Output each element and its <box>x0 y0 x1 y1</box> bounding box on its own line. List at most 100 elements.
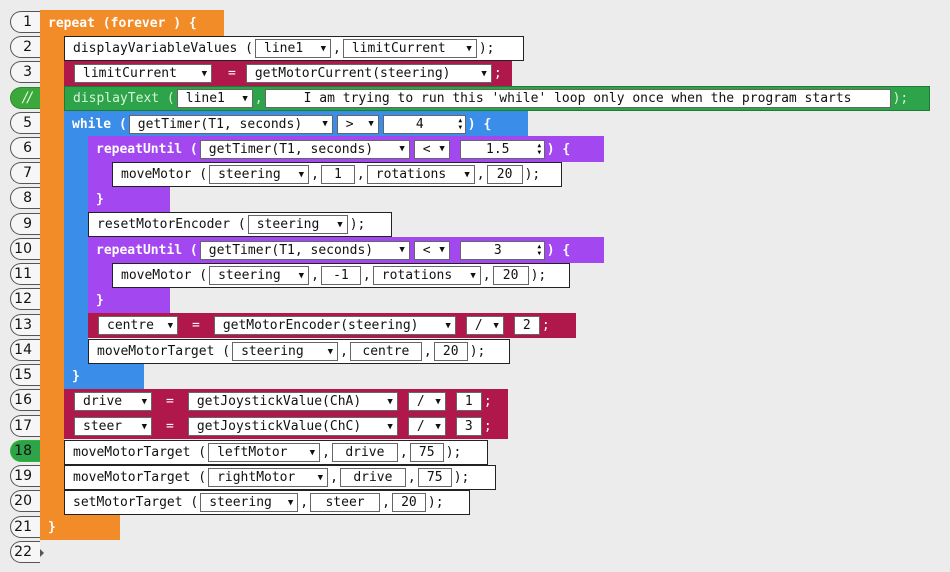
line-number-selected[interactable]: 18 <box>10 440 44 462</box>
variable-dropdown[interactable]: steer▼ <box>74 417 152 436</box>
variable-input[interactable]: drive <box>339 468 406 487</box>
line-number[interactable]: 2 <box>10 36 44 58</box>
while-block[interactable]: while ( getTimer(T1, seconds)▼ >▼ 4 ▲▼ )… <box>64 111 491 137</box>
variable-dropdown[interactable]: centre▼ <box>98 316 178 335</box>
spinner-icon[interactable]: ▲▼ <box>455 114 466 134</box>
variable-input[interactable]: drive <box>331 443 398 462</box>
line-number[interactable]: 6 <box>10 137 44 159</box>
line-number[interactable]: 16 <box>10 389 44 411</box>
motor-dropdown[interactable]: leftMotor▼ <box>208 443 321 462</box>
variable-dropdown[interactable]: limitCurrent▼ <box>74 64 212 83</box>
function-dropdown[interactable]: getJoystickValue(ChA)▼ <box>187 392 398 411</box>
operator-dropdown[interactable]: /▼ <box>407 392 446 411</box>
assign-drive-statement[interactable]: drive▼ = getJoystickValue(ChA)▼ /▼ 1 ; <box>64 389 508 414</box>
variable-dropdown[interactable]: drive▼ <box>74 392 152 411</box>
number-input[interactable]: 75 <box>417 468 452 487</box>
motor-dropdown[interactable]: steering▼ <box>200 493 299 512</box>
line-number[interactable]: 19 <box>10 465 44 487</box>
number-input[interactable]: -1 <box>320 266 361 285</box>
statement-end: ); <box>892 91 909 106</box>
number-input[interactable]: 75 <box>409 443 444 462</box>
line-number[interactable]: 12 <box>10 288 44 310</box>
motor-dropdown[interactable]: steering▼ <box>209 266 310 285</box>
movemotor-statement-2[interactable]: moveMotor ( steering▼ , -1 , rotations▼ … <box>112 263 570 288</box>
reset-motor-encoder-statement[interactable]: resetMotorEncoder ( steering▼ ); <box>88 212 392 237</box>
operator-dropdown[interactable]: <▼ <box>413 139 450 159</box>
unit-dropdown[interactable]: rotations▼ <box>372 266 481 285</box>
line-number[interactable]: 8 <box>10 187 44 209</box>
chevron-down-icon: ▼ <box>368 119 374 129</box>
variable-input[interactable]: centre <box>349 342 422 361</box>
comma: , <box>340 344 348 359</box>
number-input[interactable]: 1 <box>320 165 355 184</box>
operator-dropdown[interactable]: <▼ <box>413 240 450 260</box>
setmotortarget-statement[interactable]: setMotorTarget ( steering▼ , steer , 20 … <box>64 490 470 515</box>
motor-dropdown[interactable]: steering▼ <box>247 215 348 234</box>
number-input[interactable]: 20 <box>391 493 426 512</box>
line-number-commented[interactable]: // <box>10 87 44 109</box>
function-dropdown[interactable]: getTimer(T1, seconds)▼ <box>199 240 410 260</box>
line-number[interactable]: 1 <box>10 11 44 33</box>
line-dropdown[interactable]: line1▼ <box>255 39 332 58</box>
chevron-down-icon: ▼ <box>481 68 487 79</box>
line-number[interactable]: 5 <box>10 112 44 134</box>
dropdown-value: steering <box>218 167 281 182</box>
function-dropdown[interactable]: getTimer(T1, seconds)▼ <box>199 139 410 159</box>
dropdown-value: getTimer(T1, seconds) <box>208 242 374 258</box>
text-input[interactable]: I am trying to run this 'while' loop onl… <box>264 89 891 108</box>
number-input[interactable]: 20 <box>433 342 468 361</box>
function-dropdown[interactable]: getMotorCurrent(steering)▼ <box>245 64 492 83</box>
repeat-forever-block[interactable]: repeat (forever ) { <box>40 10 197 36</box>
line-dropdown[interactable]: line1▼ <box>176 89 253 108</box>
line-number[interactable]: 15 <box>10 364 44 386</box>
repeatuntil-block-1[interactable]: repeatUntil ( getTimer(T1, seconds)▼ <▼ … <box>88 136 570 162</box>
assign-steer-statement[interactable]: steer▼ = getJoystickValue(ChC)▼ /▼ 3 ; <box>64 414 508 439</box>
motor-dropdown[interactable]: steering▼ <box>232 342 339 361</box>
motor-dropdown[interactable]: steering▼ <box>209 165 310 184</box>
movemotortarget-left-statement[interactable]: moveMotorTarget ( leftMotor▼ , drive , 7… <box>64 440 488 465</box>
repeatuntil-block-2[interactable]: repeatUntil ( getTimer(T1, seconds)▼ <▼ … <box>88 237 570 263</box>
line-number[interactable]: 20 <box>10 490 44 512</box>
repeat-forever-header[interactable] <box>40 10 224 36</box>
operator-dropdown[interactable]: /▼ <box>465 316 504 335</box>
line-number[interactable]: 22 <box>10 541 44 563</box>
line-number[interactable]: 3 <box>10 61 44 83</box>
number-input[interactable]: 3 <box>455 417 482 436</box>
line-number[interactable]: 21 <box>10 516 44 538</box>
spinner-icon[interactable]: ▲▼ <box>534 240 545 260</box>
number-input[interactable]: 4 <box>382 114 457 134</box>
line-number[interactable]: 13 <box>10 314 44 336</box>
function-dropdown[interactable]: getTimer(T1, seconds)▼ <box>128 114 333 134</box>
number-input[interactable]: 1 <box>455 392 482 411</box>
number-input[interactable]: 20 <box>486 165 523 184</box>
display-variable-values-statement[interactable]: displayVariableValues ( line1▼ , limitCu… <box>64 36 524 61</box>
spinner-icon[interactable]: ▲▼ <box>534 139 545 159</box>
line-number[interactable]: 14 <box>10 339 44 361</box>
number-input[interactable]: 3 <box>459 240 536 260</box>
dropdown-value: getMotorEncoder(steering) <box>222 318 419 333</box>
line-number[interactable]: 10 <box>10 238 44 260</box>
operator-dropdown[interactable]: >▼ <box>336 114 379 134</box>
operator-dropdown[interactable]: /▼ <box>407 417 446 436</box>
line-number[interactable]: 17 <box>10 415 44 437</box>
movemotor-statement-1[interactable]: moveMotor ( steering▼ , 1 , rotations▼ ,… <box>112 162 562 187</box>
line-number[interactable]: 11 <box>10 263 44 285</box>
function-dropdown[interactable]: getMotorEncoder(steering)▼ <box>213 316 456 335</box>
number-input[interactable]: 20 <box>492 266 529 285</box>
movemotortarget-centre-statement[interactable]: moveMotorTarget ( steering▼ , centre , 2… <box>88 339 510 364</box>
chevron-down-icon: ▼ <box>167 320 173 331</box>
variable-input[interactable]: steer <box>310 493 381 512</box>
movemotortarget-right-statement[interactable]: moveMotorTarget ( rightMotor▼ , drive , … <box>64 465 496 490</box>
function-dropdown[interactable]: getJoystickValue(ChC)▼ <box>187 417 398 436</box>
number-input[interactable]: 1.5 <box>459 139 536 159</box>
line-number[interactable]: 9 <box>10 213 44 235</box>
function-name: moveMotor ( <box>121 268 208 283</box>
line-number[interactable]: 7 <box>10 162 44 184</box>
unit-dropdown[interactable]: rotations▼ <box>366 165 475 184</box>
display-text-commented-statement[interactable]: displayText ( line1▼ , I am trying to ru… <box>64 86 930 111</box>
motor-dropdown[interactable]: rightMotor▼ <box>208 468 329 487</box>
assign-centre-statement[interactable]: centre▼ = getMotorEncoder(steering)▼ /▼ … <box>88 313 576 338</box>
number-input[interactable]: 2 <box>513 316 540 335</box>
variable-dropdown[interactable]: limitCurrent▼ <box>342 39 477 58</box>
assign-limitcurrent-statement[interactable]: limitCurrent▼ = getMotorCurrent(steering… <box>64 61 512 86</box>
